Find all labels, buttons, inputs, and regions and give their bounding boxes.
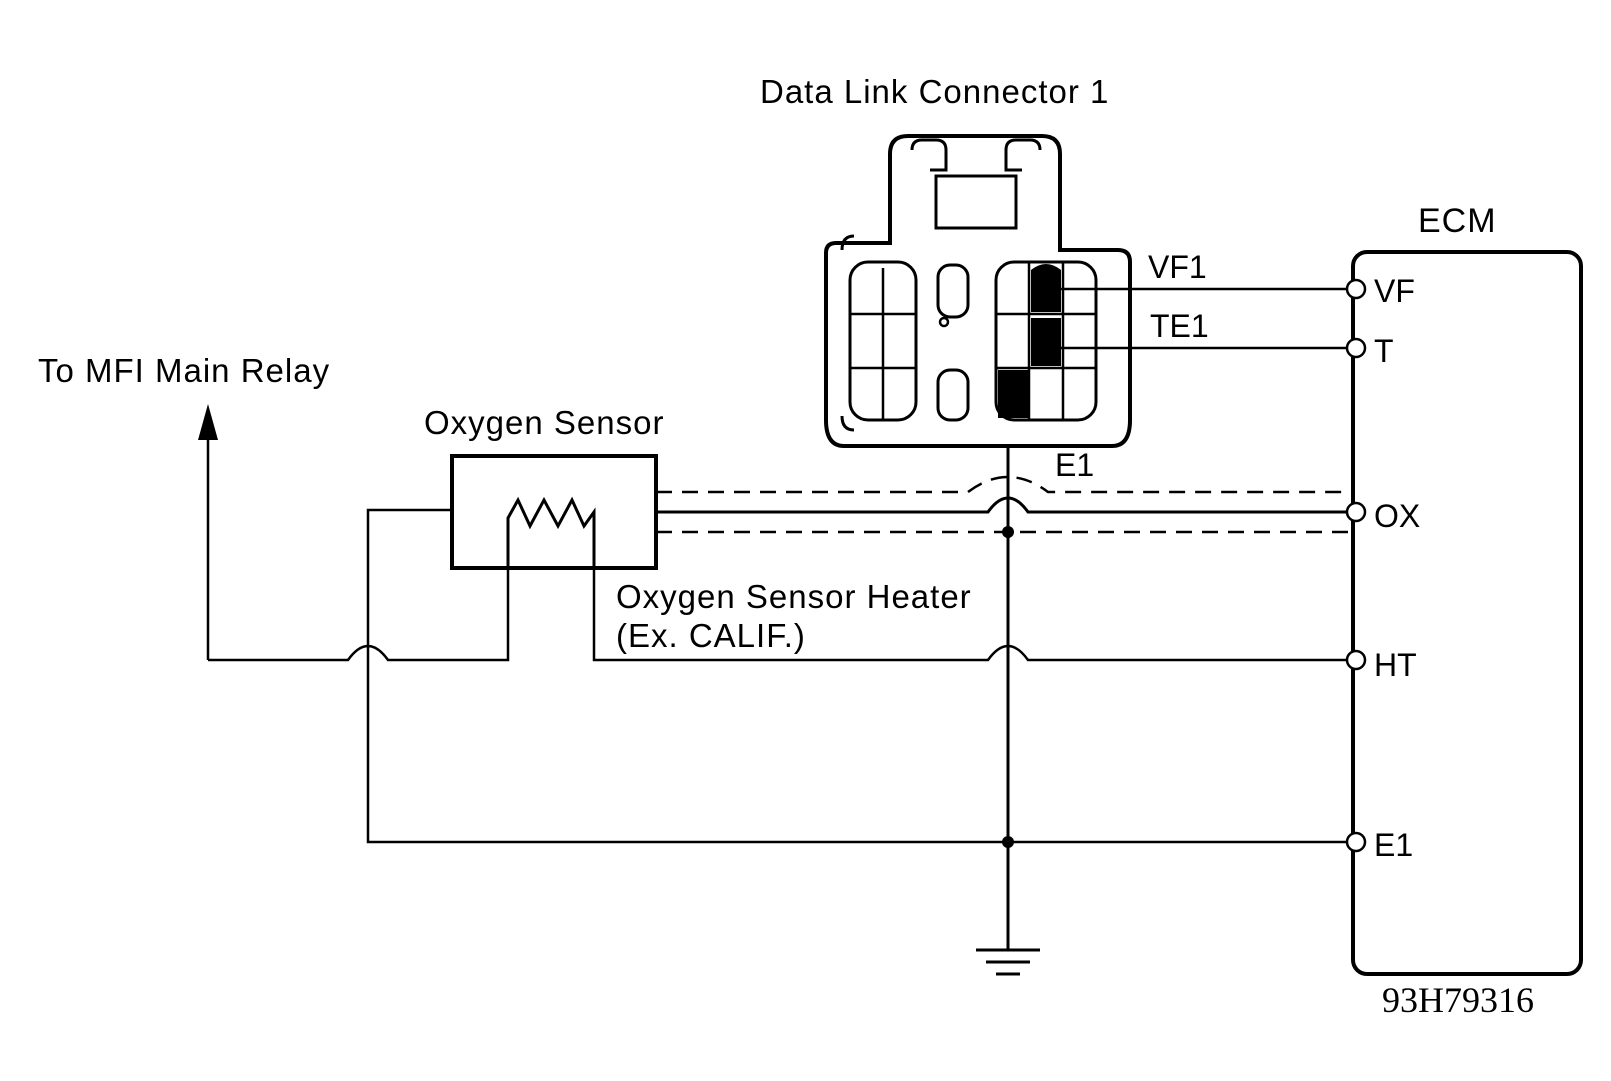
e1-dlc-label: E1 bbox=[1055, 447, 1094, 483]
heater-resistor bbox=[506, 496, 596, 568]
ecm-pin-ht: HT bbox=[1374, 647, 1417, 683]
ecm-title: ECM bbox=[1418, 202, 1497, 240]
terminal-ht bbox=[1345, 649, 1367, 671]
terminal-e1 bbox=[1345, 831, 1367, 853]
ground-symbol bbox=[976, 948, 1040, 976]
ecm-pin-vf: VF bbox=[1374, 273, 1415, 309]
oxygen-sensor-box bbox=[450, 454, 658, 570]
heater-label-line1: Oxygen Sensor Heater bbox=[616, 578, 972, 615]
terminal-ox bbox=[1345, 501, 1367, 523]
ecm-box bbox=[1351, 250, 1583, 976]
dlc-title: Data Link Connector 1 bbox=[760, 73, 1109, 110]
ecm-pin-ox: OX bbox=[1374, 498, 1420, 534]
te1-label: TE1 bbox=[1150, 308, 1209, 344]
ecm-pin-t: T bbox=[1374, 333, 1394, 369]
ecm-pin-e1: E1 bbox=[1374, 827, 1413, 863]
terminal-t bbox=[1345, 337, 1367, 359]
relay-label: To MFI Main Relay bbox=[38, 352, 330, 389]
terminal-vf bbox=[1345, 278, 1367, 300]
vf1-label: VF1 bbox=[1148, 249, 1207, 285]
dlc-connector bbox=[824, 134, 1132, 448]
heater-label-line2: (Ex. CALIF.) bbox=[616, 617, 806, 654]
oxygen-sensor-label: Oxygen Sensor bbox=[424, 404, 664, 441]
figure-code: 93H79316 bbox=[1382, 980, 1534, 1020]
